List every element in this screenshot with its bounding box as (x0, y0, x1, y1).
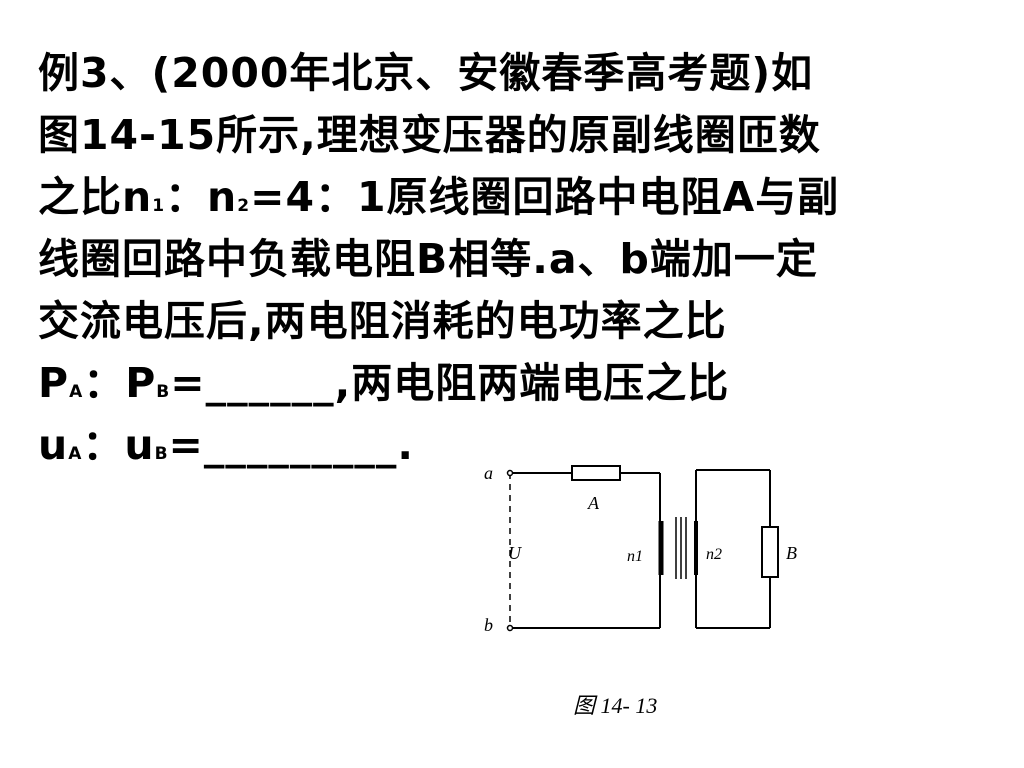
voltage-blank: =_________. (168, 421, 414, 469)
problem-text: 例3、(2000年北京、安徽春季高考题)如 图14-15所示,理想变压器的原副线… (38, 42, 839, 476)
ratio-colon-n: ：n (165, 173, 238, 221)
circuit-diagram: a b A U n1 n2 B 图 14- 13 (484, 463, 797, 718)
n1-label: n1 (627, 548, 643, 565)
p-symbol: P (38, 359, 70, 407)
terminal-b (506, 624, 514, 632)
power-blank-and-text: =______,两电阻两端电压之比 (170, 359, 730, 407)
resistor-a-label: A (587, 493, 600, 513)
n1-subscript: 1 (152, 196, 166, 216)
line3-prefix: 之比 (38, 173, 122, 221)
problem-line-4: 线圈回路中负载电阻B相等.a、b端加一定 (38, 235, 818, 283)
problem-line-3: 之比n1：n2=4：1原线圈回路中电阻A与副 (38, 166, 839, 228)
line3-suffix: =4：1原线圈回路中电阻A与副 (250, 173, 840, 221)
circuit-figure: a b A U n1 n2 B 图 14- 13 (470, 455, 820, 725)
pb-subscript: B (156, 382, 171, 402)
problem-line-2: 图14-15所示,理想变压器的原副线圈匝数 (38, 111, 821, 159)
terminal-a-label: a (484, 463, 493, 483)
terminal-a (506, 469, 514, 477)
resistor-a (571, 465, 621, 481)
terminal-b-label: b (484, 615, 493, 635)
n-symbol: n (122, 173, 153, 221)
n2-label: n2 (706, 546, 722, 563)
ua-subscript: A (68, 444, 83, 464)
ub-subscript: B (154, 444, 169, 464)
problem-line-6: PA：PB=______,两电阻两端电压之比 (38, 352, 839, 414)
n2-subscript: 2 (237, 196, 251, 216)
figure-caption: 图 14- 13 (573, 693, 657, 718)
problem-line-7: uA：uB=_________. (38, 414, 839, 476)
resistor-b-label: B (786, 543, 797, 563)
problem-line-5: 交流电压后,两电阻消耗的电功率之比 (38, 297, 727, 345)
ratio-colon-u: ：u (82, 421, 155, 469)
voltage-label: U (508, 543, 522, 563)
problem-line-1: 例3、(2000年北京、安徽春季高考题)如 (38, 49, 814, 97)
u-symbol: u (38, 421, 69, 469)
ratio-colon-p: ：P (83, 359, 157, 407)
resistor-b (761, 526, 779, 578)
pa-subscript: A (69, 382, 84, 402)
